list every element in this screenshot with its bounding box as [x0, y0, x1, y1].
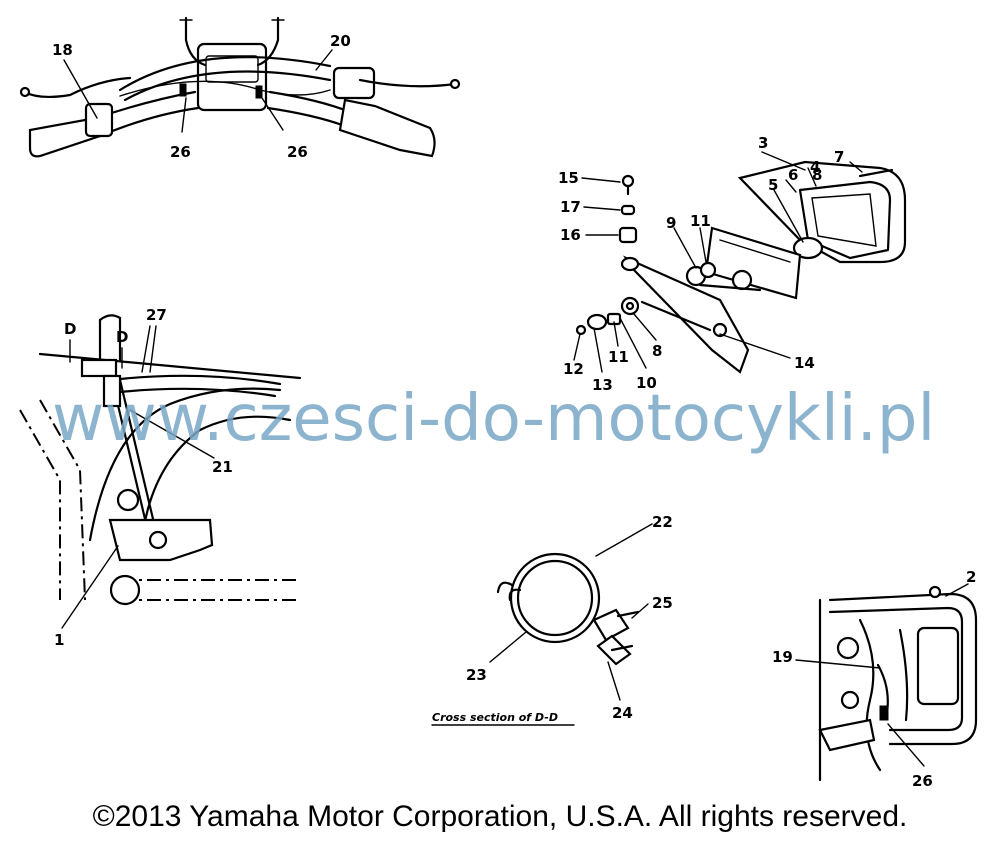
- frame-section: [19, 314, 302, 606]
- callout-12: 12: [563, 360, 584, 378]
- callout-26: 26: [912, 772, 933, 790]
- callout-23: 23: [466, 666, 487, 684]
- callout-16: 16: [560, 226, 581, 244]
- section-marker-d-left: D: [64, 320, 76, 338]
- callout-21: 21: [212, 458, 233, 476]
- cross-section-caption: Cross section of D-D: [432, 711, 558, 724]
- callout-26: 26: [287, 143, 308, 161]
- callout-24: 24: [612, 704, 633, 722]
- callout-26: 26: [170, 143, 191, 161]
- watermark-text: www.czesci-do-motocykli.pl: [52, 382, 935, 456]
- handlebar-assembly: [19, 16, 461, 158]
- callout-6: 6: [788, 166, 798, 184]
- section-marker-d-right: D: [116, 328, 128, 346]
- copyright-notice: ©2013 Yamaha Motor Corporation, U.S.A. A…: [92, 800, 908, 833]
- callout-11: 11: [608, 348, 629, 366]
- callout-2: 2: [966, 568, 976, 586]
- callout-1: 1: [54, 631, 64, 649]
- callout-labels: 18 20 26 26 3 4 5 6 7 15 17 16 9 11 12 1…: [52, 32, 976, 790]
- callout-13: 13: [592, 376, 613, 394]
- callout-20: 20: [330, 32, 351, 50]
- callout-7: 7: [834, 148, 844, 166]
- callout-22: 22: [652, 513, 673, 531]
- callout-14: 14: [794, 354, 815, 372]
- callout-27: 27: [146, 306, 167, 324]
- callout-10: 10: [636, 374, 657, 392]
- callout-19: 19: [772, 648, 793, 666]
- taillight-assembly: [575, 160, 907, 374]
- leader-lines: [61, 49, 969, 767]
- callout-4: 4: [810, 158, 820, 176]
- callout-18: 18: [52, 41, 73, 59]
- rear-rack-section: [818, 585, 978, 782]
- callout-8: 8: [812, 166, 822, 184]
- callout-17: 17: [560, 198, 581, 216]
- callout-8: 8: [652, 342, 662, 360]
- callout-5: 5: [768, 176, 778, 194]
- callout-25: 25: [652, 594, 673, 612]
- callout-11: 11: [690, 212, 711, 230]
- callout-9: 9: [666, 214, 676, 232]
- cross-section-dd: [431, 552, 640, 726]
- callout-15: 15: [558, 169, 579, 187]
- callout-3: 3: [758, 134, 768, 152]
